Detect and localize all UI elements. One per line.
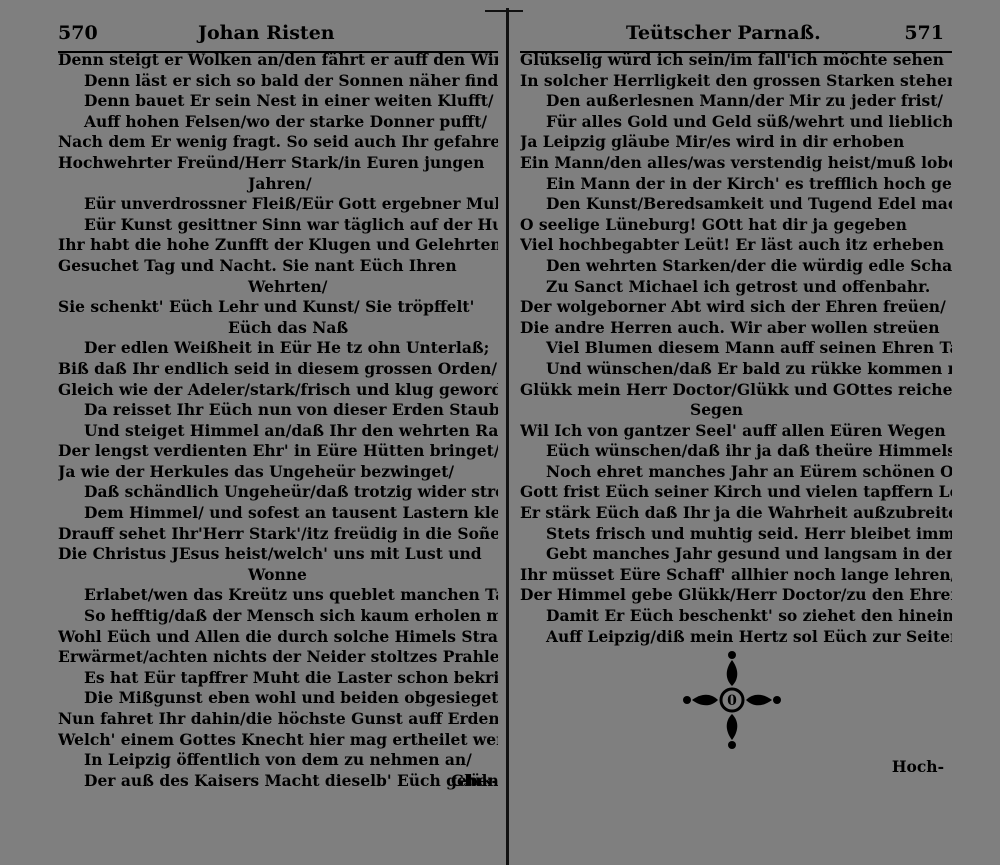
text-line: Wohl Eüch und Allen die durch solche Him… [58, 626, 498, 646]
right-catchword: Hoch- [891, 757, 944, 776]
text-line: Und steiget Himmel an/daß Ihr den wehrte… [84, 420, 498, 440]
text-line: Auff hohen Felsen/wo der starke Donner p… [84, 111, 488, 131]
text-line: Der wolgeborner Abt wird sich der Ehren … [520, 297, 946, 317]
text-line: Wil Ich von gantzer Seel' auff allen Eür… [520, 420, 946, 440]
text-line: Auff Leipzig/diß mein Hertz sol Eüch zur… [546, 626, 952, 646]
gutter-top-mark [485, 10, 523, 12]
text-line: Da reisset Ihr Eüch nun von dieser Erden… [84, 400, 498, 420]
text-line: Zu Sanct Michael ich getrost und offenba… [546, 276, 931, 296]
text-line: Viel Blumen diesem Mann auff seinen Ehre… [546, 338, 952, 358]
text-line: Sie schenkt' Eüch Lehr und Kunst/ Sie tr… [58, 297, 475, 317]
left-catchword: Glük- [451, 771, 498, 790]
text-line: Den außerlesnen Mann/der Mir zu jeder fr… [546, 91, 944, 111]
text-line: Wonne [248, 564, 307, 584]
text-line: Ihr müsset Eüre Schaff' allhier noch lan… [520, 564, 952, 584]
text-line: Denn läst er sich so bald der Sonnen näh… [84, 70, 498, 90]
text-line: Viel hochbegabter Leüt! Er läst auch itz… [520, 235, 944, 255]
text-line: Es hat Eür tapffrer Muht die Laster scho… [84, 667, 498, 687]
right-page-number: 571 [904, 22, 944, 44]
text-line: Und wünschen/daß Er bald zu rükke kommen… [546, 358, 952, 378]
text-line: O seelige Lüneburg! GOtt hat dir ja gege… [520, 214, 907, 234]
text-line: Damit Er Eüch beschenkt' so ziehet den h… [546, 606, 952, 626]
text-line: Erlabet/wen das Kreütz uns queblet manch… [84, 585, 498, 605]
text-line: Erwärmet/achten nichts der Neider stoltz… [58, 647, 498, 667]
text-line: Er stärk Eüch daß Ihr ja die Wahrheit au… [520, 503, 952, 523]
text-line: Die andre Herren auch. Wir aber wollen s… [520, 317, 940, 337]
text-line: Welch' einem Gottes Knecht hier mag erth… [58, 729, 498, 749]
text-line: Der lengst verdienten Ehr' in Eüre Hütte… [58, 441, 498, 461]
text-line: Gott frist Eüch seiner Kirch und vielen … [520, 482, 952, 502]
text-line: Für alles Gold und Geld süß/wehrt und li… [546, 111, 952, 131]
text-line: Ja wie der Herkules das Ungeheür bezwing… [58, 461, 455, 481]
text-line: Segen [690, 400, 744, 420]
text-line: Jahren/ [248, 173, 312, 193]
text-line: Der edlen Weißheit in Eür He tz ohn Unte… [84, 338, 490, 358]
text-line: Drauff sehet Ihr'Herr Stark'/itz freüdig… [58, 523, 498, 543]
text-line: Ein Mann/den alles/was verstendig heist/… [520, 152, 952, 172]
text-line: Ihr habt die hohe Zunfft der Klugen und … [58, 235, 498, 255]
right-running-head: Teütscher Parnaß. [626, 22, 821, 44]
text-line: So hefftig/daß der Mensch sich kaum erho… [84, 606, 498, 626]
text-line: Den Kunst/Beredsamkeit und Tugend Edel m… [546, 194, 952, 214]
text-line: Eür unverdrossner Fleiß/Eür Gott ergebne… [84, 194, 498, 214]
text-line: Eüch das Naß [228, 317, 349, 337]
text-line: Denn steigt er Wolken an/den fährt er au… [58, 50, 498, 69]
text-line: Noch ehret manches Jahr an Eürem schönen… [546, 461, 952, 481]
text-line: Daß schändlich Ungeheür/daß trotzig wide… [84, 482, 498, 502]
text-line: Gebt manches Jahr gesund und langsam in … [546, 544, 952, 564]
left-page-header: 570 Johan Risten [58, 22, 498, 53]
text-line: Gesuchet Tag und Nacht. Sie nant Eüch Ih… [58, 255, 457, 275]
book-gutter [506, 8, 509, 865]
text-line: Die Mißgunst eben wohl und beiden obgesi… [84, 688, 498, 708]
text-line: Nun fahret Ihr dahin/die höchste Gunst a… [58, 709, 498, 728]
text-line: Glükselig würd ich sein/im fall'ich möch… [520, 50, 944, 69]
text-line: Der Himmel gebe Glükk/Herr Doctor/zu den… [520, 585, 952, 605]
text-line: Ja Leipzig gläube Mir/es wird in dir erh… [520, 132, 905, 152]
fleuron-cross-ornament-icon: 0 [683, 651, 781, 749]
text-line: Wehrten/ [248, 276, 328, 296]
right-page: Teütscher Parnaß. 571 Glükselig würd ich… [520, 0, 952, 865]
left-page: 570 Johan Risten Denn steigt er Wolken a… [58, 0, 498, 865]
left-header-rule [58, 51, 498, 53]
svg-text:0: 0 [727, 693, 737, 709]
text-line: In solcher Herrligkeit den grossen Stark… [520, 70, 952, 90]
text-line: Stets frisch und muhtig seid. Herr bleib… [546, 523, 952, 543]
left-running-head: Johan Risten [198, 22, 335, 44]
text-line: Eür Kunst gesittner Sinn war täglich auf… [84, 214, 498, 234]
text-line: Dem Himmel/ und sofest an tausent Laster… [84, 503, 498, 523]
left-page-text: Denn steigt er Wolken an/den fährt er au… [58, 50, 498, 791]
text-line: Eüch wünschen/daß ihr ja daß theüre Himm… [546, 441, 952, 461]
text-line: Nach dem Er wenig fragt. So seid auch Ih… [58, 132, 498, 152]
text-line: Den wehrten Starken/der die würdig edle … [546, 255, 952, 275]
right-page-text: Glükselig würd ich sein/im fall'ich möch… [520, 50, 952, 647]
text-line: Der auß des Kaisers Macht dieselb' Eüch … [84, 770, 498, 790]
text-line: Biß daß Ihr endlich seid in diesem gross… [58, 358, 498, 378]
text-line: Hochwehrter Freünd/Herr Stark/in Euren j… [58, 152, 485, 172]
right-header-rule [520, 51, 952, 53]
text-line: Denn bauet Er sein Nest in einer weiten … [84, 91, 494, 111]
text-line: Glükk mein Herr Doctor/Glükk und GOttes … [520, 379, 952, 399]
text-line: Gleich wie der Adeler/stark/frisch und k… [58, 379, 498, 399]
right-page-header: Teütscher Parnaß. 571 [520, 22, 952, 53]
text-line: In Leipzig öffentlich von dem zu nehmen … [84, 750, 472, 770]
text-line: Die Christus JEsus heist/welch' uns mit … [58, 544, 482, 564]
left-page-number: 570 [58, 22, 98, 44]
text-line: Ein Mann der in der Kirch' es trefflich … [546, 173, 952, 193]
